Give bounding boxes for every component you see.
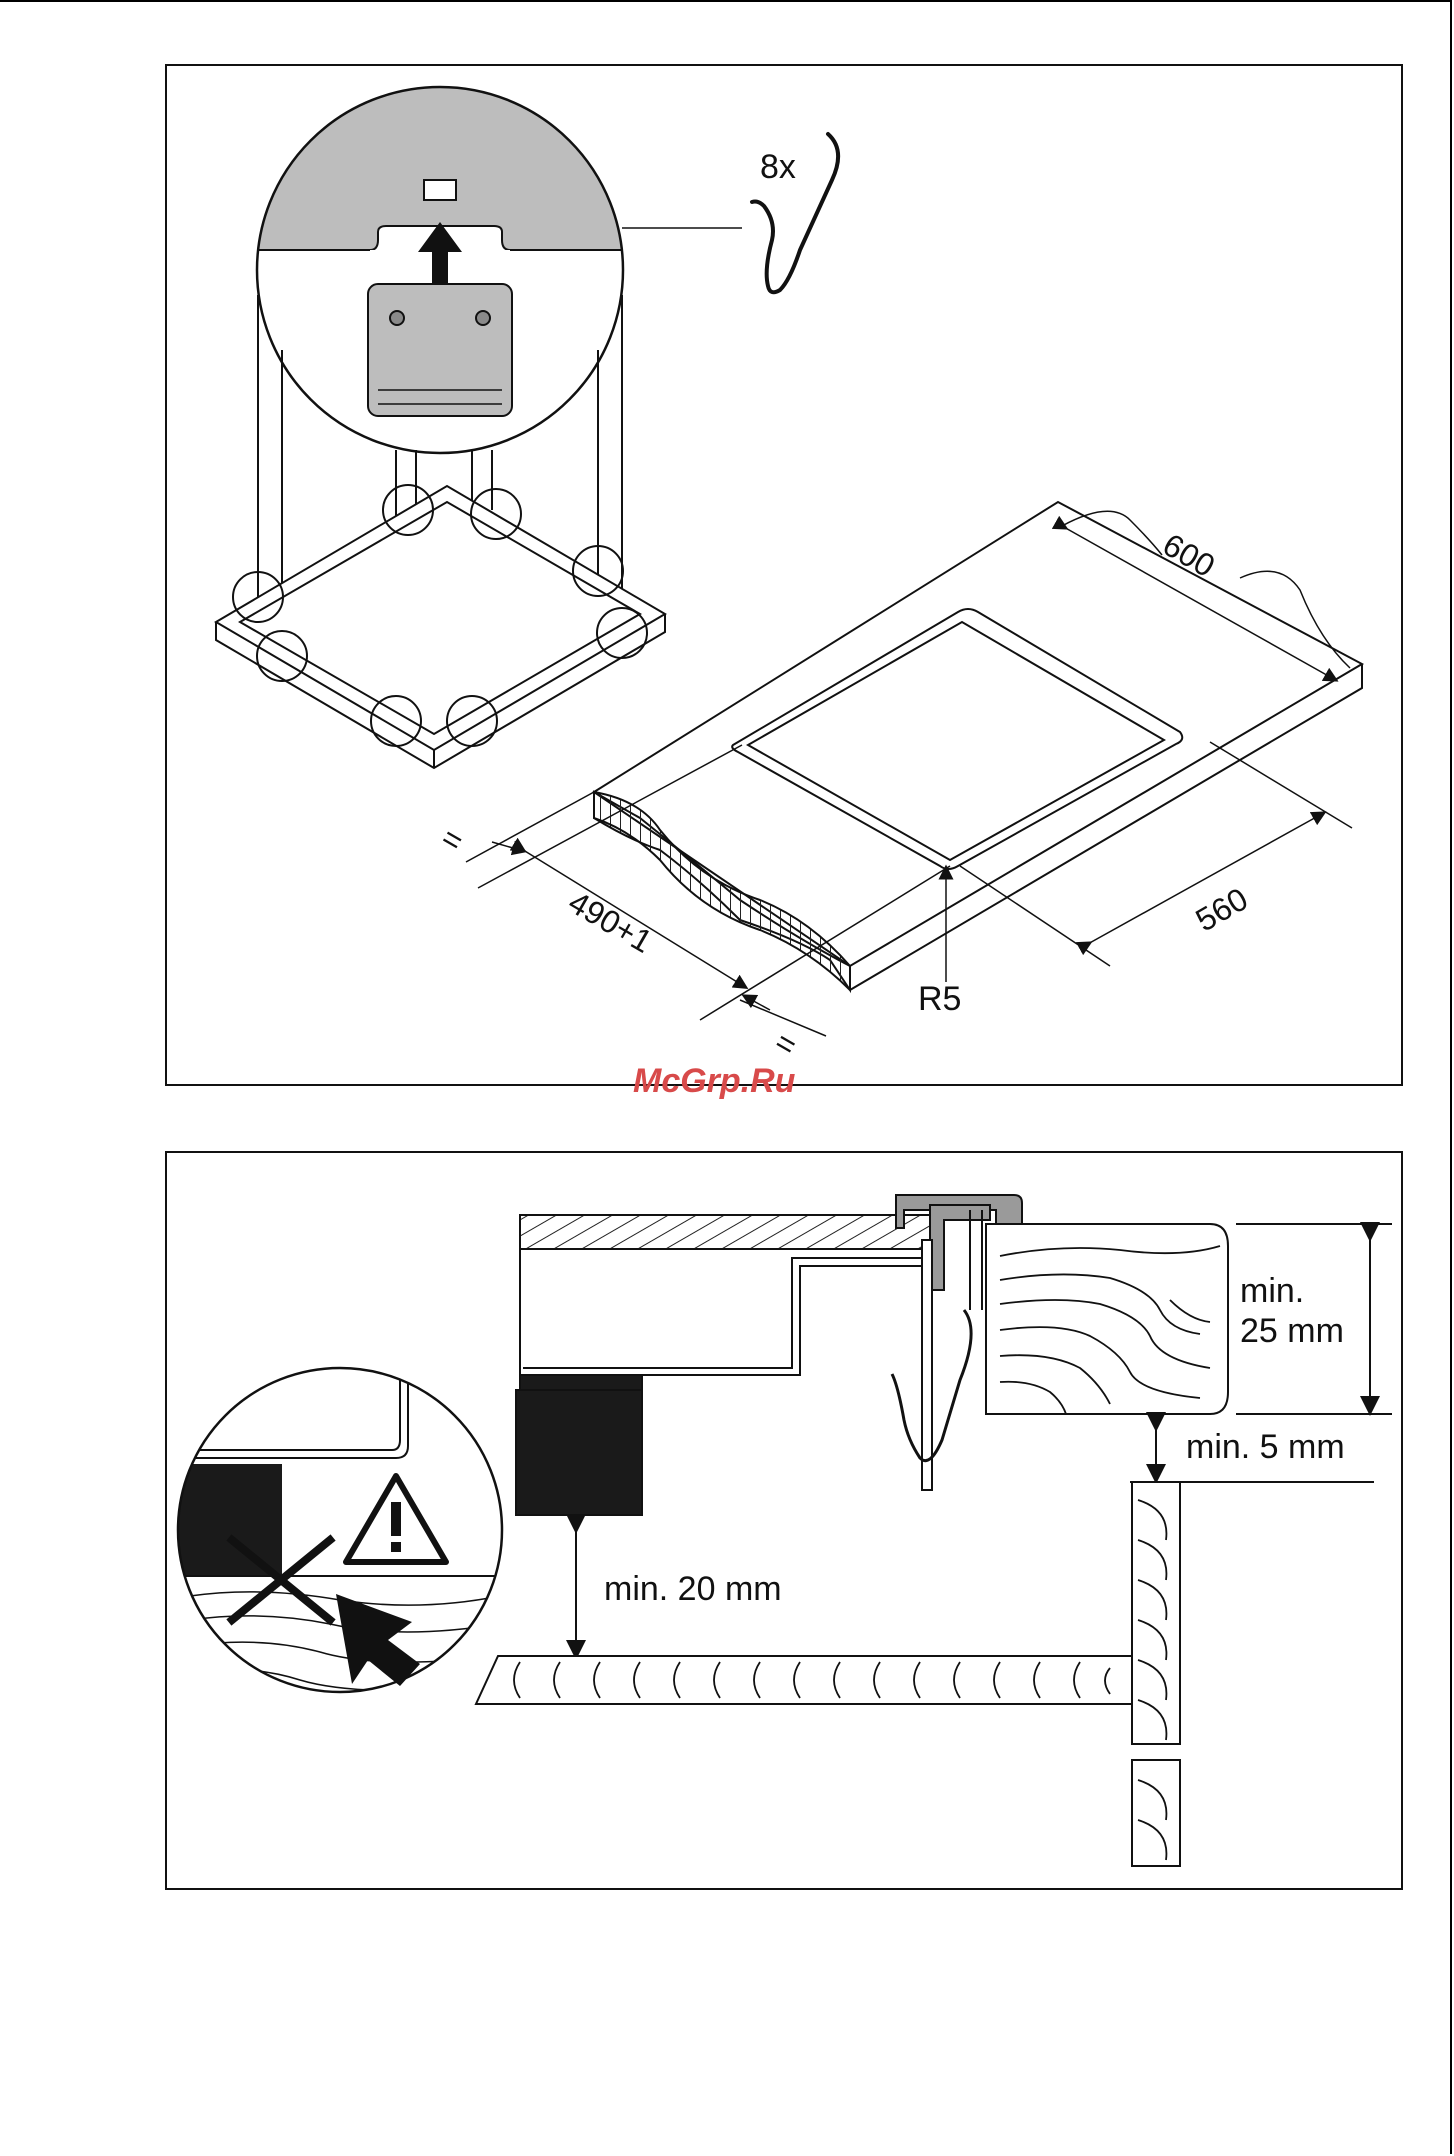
shelf-wood [476,1656,1134,1704]
equal-label-left: = [435,819,469,860]
min-gap-5-label: min. 5 mm [1186,1428,1345,1466]
worktop-wood [986,1224,1228,1414]
min-gap-20-label: min. 20 mm [604,1570,782,1608]
min-worktop-label-line2: 25 mm [1240,1312,1344,1350]
radius-label: R5 [918,980,961,1018]
hob-cross-section [516,1195,1022,1515]
min-worktop-label-line1: min. [1240,1272,1304,1310]
dim-cutout-label: 490+1 [563,884,659,960]
side-panel-wood [1132,1482,1180,1866]
dim-width-label: 560 [1190,881,1254,939]
warning-zoom-detail [170,1360,510,1700]
clip-zoom-detail [250,80,630,460]
watermark: McGrp.Ru [633,1062,796,1100]
clip-quantity-label: 8x [760,148,796,186]
equal-label-right: = [769,1024,803,1065]
